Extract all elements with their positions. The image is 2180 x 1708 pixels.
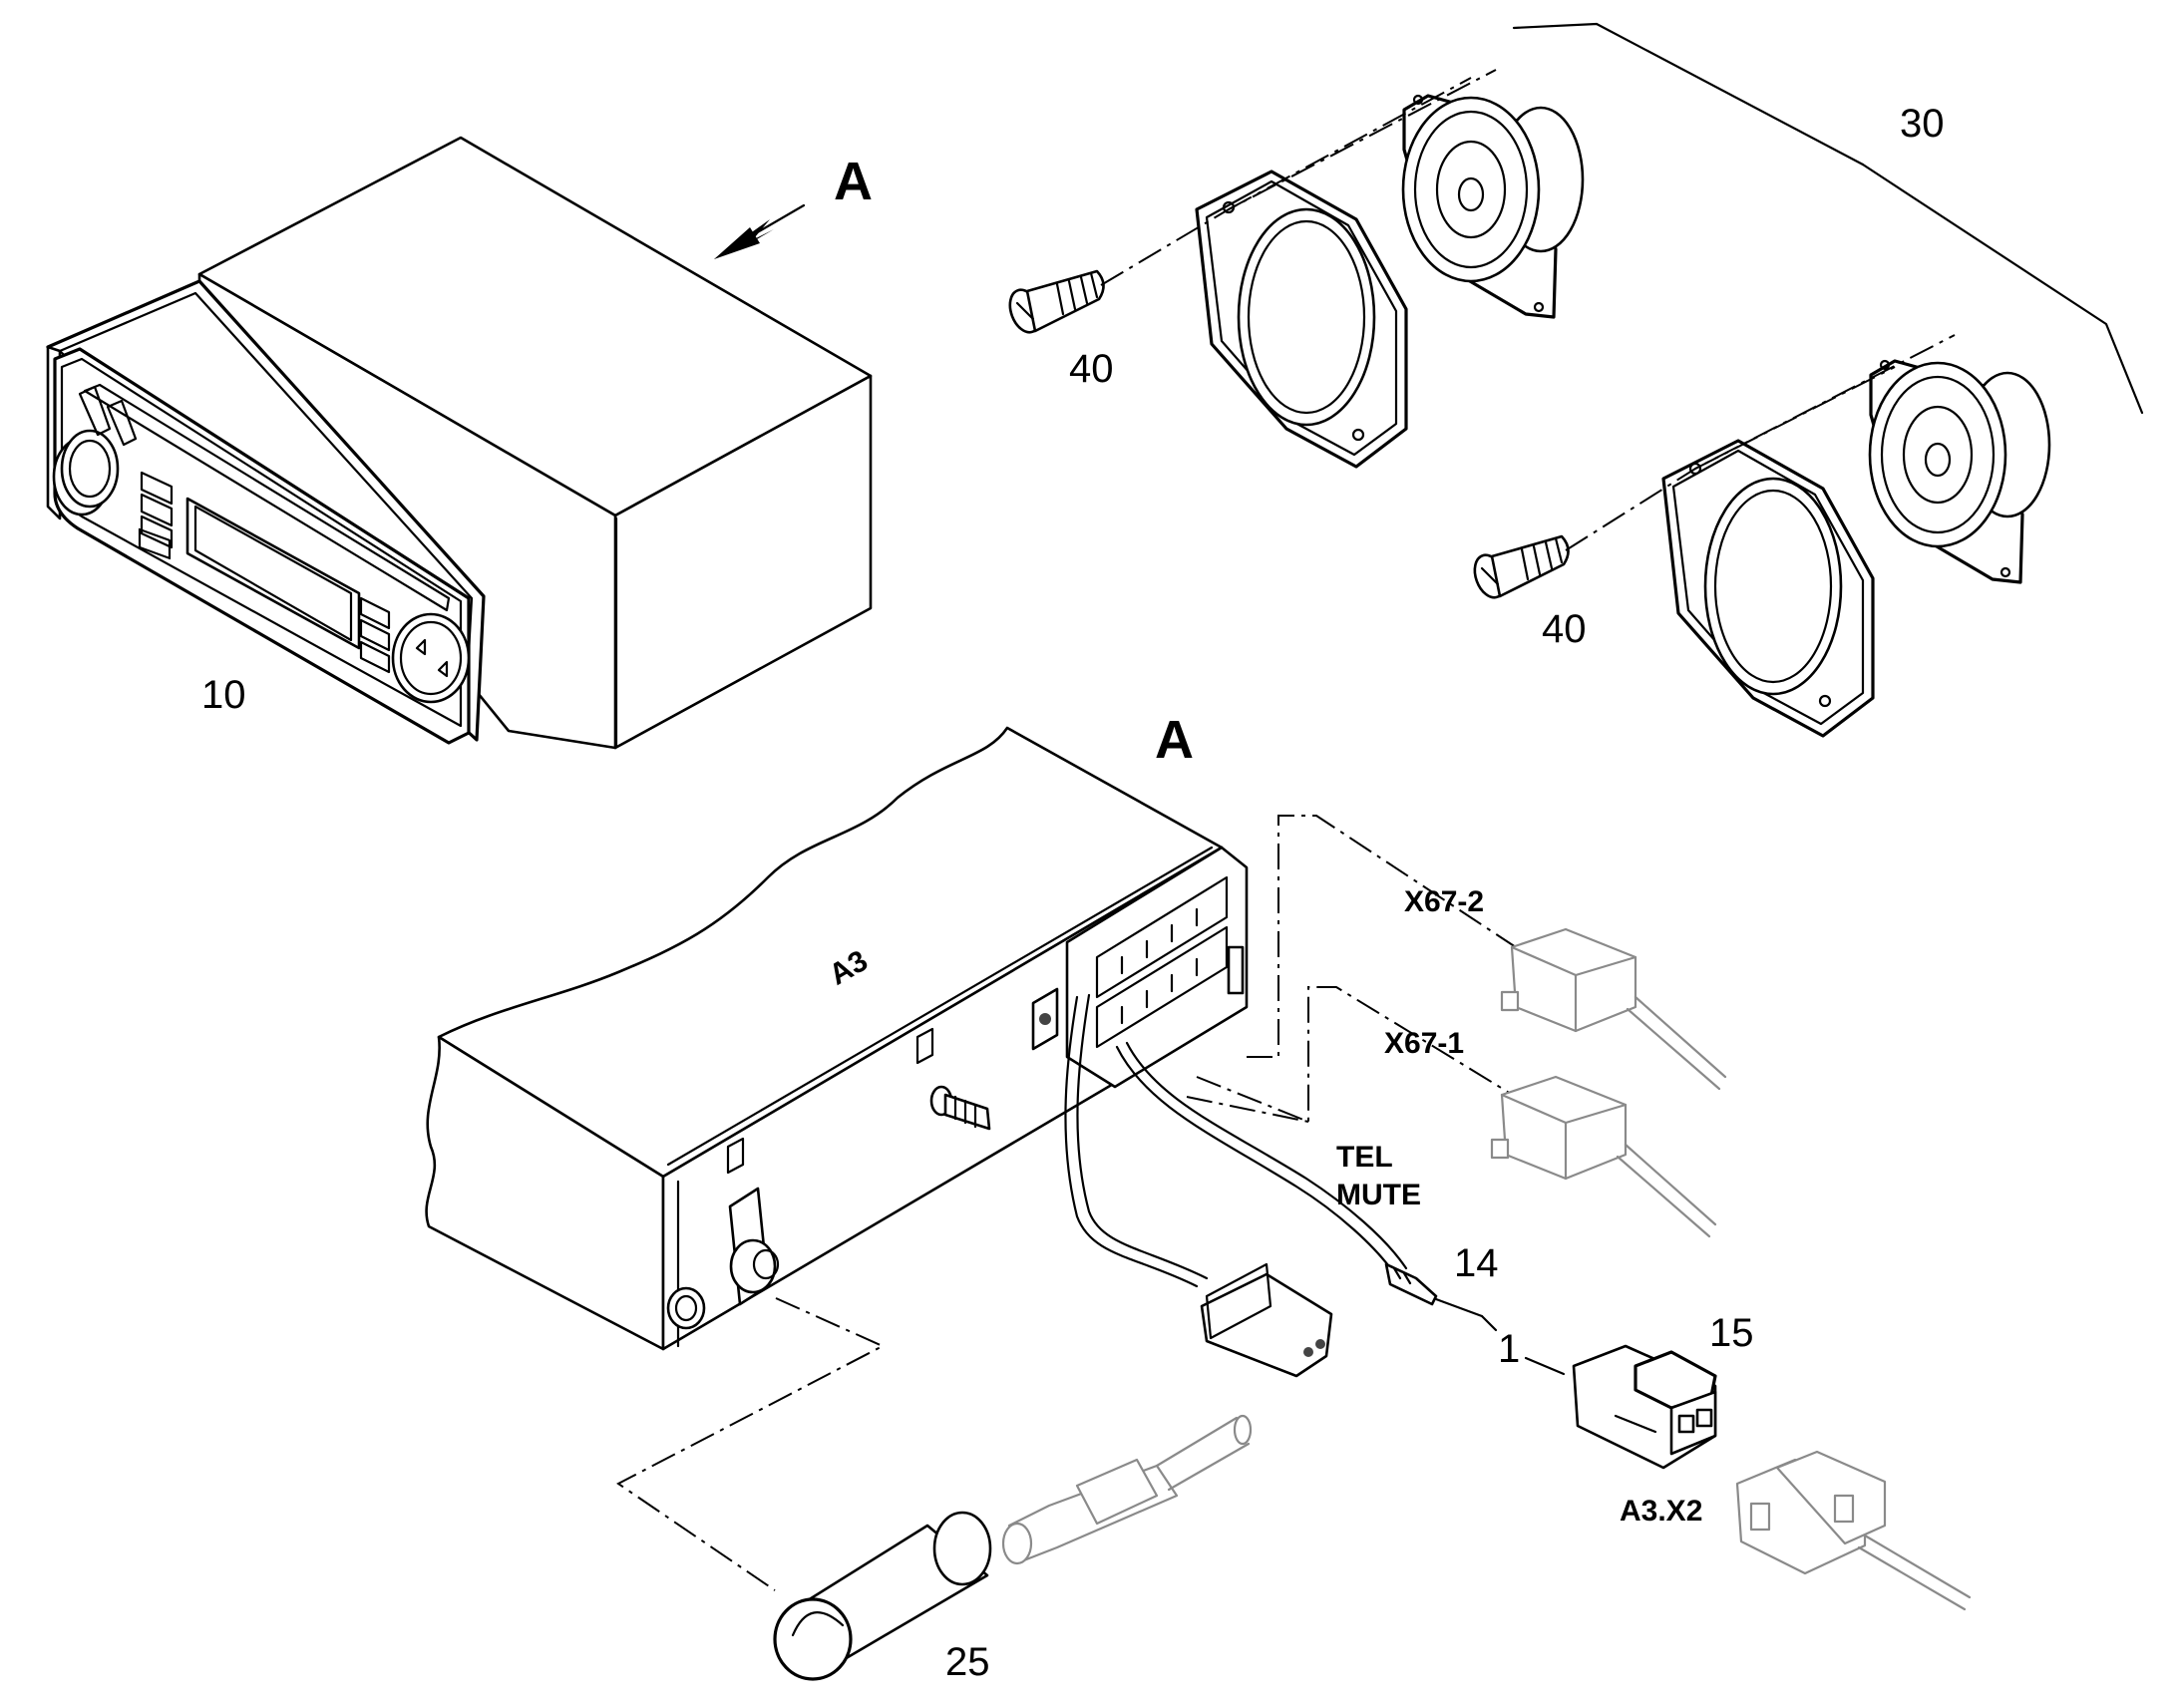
- antenna-adapter: [616, 1297, 1253, 1681]
- speaker-assembly-lower: [1473, 334, 2051, 738]
- speaker-assembly-upper: [1008, 69, 1585, 469]
- label-x67-2: X67-2: [1404, 885, 1484, 918]
- mounting-screw: [929, 1085, 991, 1131]
- label-mute: MUTE: [1336, 1179, 1421, 1211]
- screw-upper: [1008, 269, 1105, 334]
- rear-dash-lines: [1186, 815, 1517, 1124]
- twin-wire-plug: [1200, 1262, 1333, 1378]
- antenna-adapter-plug: [1001, 1414, 1253, 1565]
- connector-pin-14: [1384, 1262, 1498, 1332]
- speaker-driver-upper: [1401, 94, 1585, 319]
- radio-unit: [46, 136, 873, 750]
- connector-x67-2: [1500, 927, 1727, 1091]
- connector-housing-15: [1572, 1344, 1717, 1470]
- label-x67-1: X67-1: [1384, 1027, 1464, 1060]
- antenna-cap: [773, 1511, 992, 1681]
- view-arrow-a: A: [714, 152, 873, 259]
- arrow-label-a: A: [834, 152, 873, 211]
- callout-1: 1: [1498, 1327, 1520, 1371]
- antenna-socket: [666, 1187, 780, 1330]
- speaker-grille-lower: [1661, 439, 1875, 738]
- callout-14: 14: [1454, 1241, 1499, 1285]
- speaker-driver-lower: [1868, 359, 2051, 584]
- callout-15: 15: [1709, 1311, 1754, 1355]
- callout-40-lower: 40: [1542, 607, 1587, 651]
- callout-30: 30: [1900, 102, 1945, 146]
- label-tel: TEL: [1336, 1141, 1393, 1174]
- callout-10: 10: [201, 673, 246, 717]
- mating-connector-a3-x2: [1735, 1450, 1972, 1611]
- tuning-knob: [391, 612, 471, 704]
- connector-x67-1: [1490, 1075, 1717, 1238]
- callout-40-upper: 40: [1069, 347, 1114, 391]
- label-a3-x2: A3.X2: [1620, 1495, 1702, 1528]
- screw-lower: [1473, 534, 1570, 599]
- speaker-kit-leader: [1512, 22, 2144, 415]
- volume-knob: [52, 429, 120, 516]
- speaker-grille-upper: [1195, 170, 1408, 469]
- rear-view-unit: A3: [425, 726, 1408, 1378]
- detail-label-a: A: [1155, 710, 1194, 770]
- iso-connector-block: [1031, 846, 1249, 1089]
- callout-25: 25: [945, 1640, 990, 1684]
